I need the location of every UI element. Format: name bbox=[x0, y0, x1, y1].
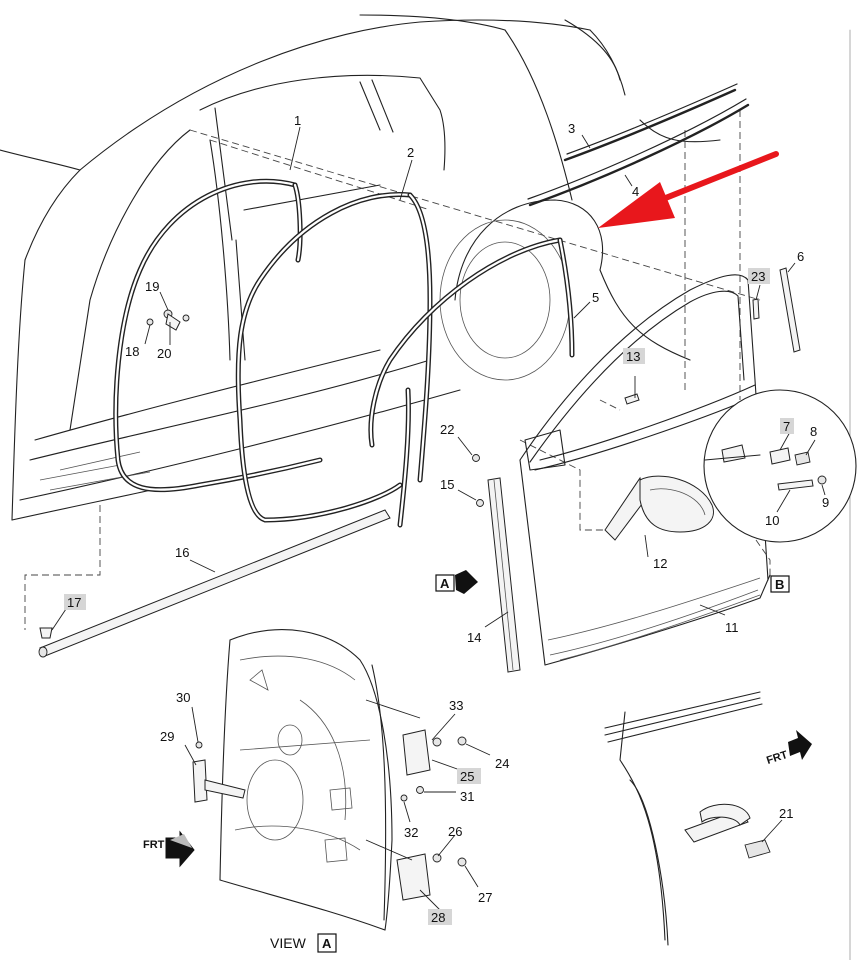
callout-3: 3 bbox=[568, 121, 575, 136]
applique-14 bbox=[487, 477, 521, 673]
callout-9: 9 bbox=[822, 495, 829, 510]
callout-5: 5 bbox=[592, 290, 599, 305]
callout-17: 17 bbox=[67, 595, 81, 610]
handle-inset bbox=[604, 691, 771, 946]
callout-6: 6 bbox=[797, 249, 804, 264]
bracket-13 bbox=[624, 376, 640, 405]
callout-20: 20 bbox=[157, 346, 171, 361]
callout-28: 28 bbox=[431, 910, 445, 925]
callout-29: 29 bbox=[160, 729, 174, 744]
callout-27: 27 bbox=[478, 890, 492, 905]
callout-25: 25 bbox=[460, 769, 474, 784]
callout-22: 22 bbox=[440, 422, 454, 437]
pointer-arrow bbox=[598, 151, 779, 228]
callout-26: 26 bbox=[448, 824, 462, 839]
callout-23: 23 bbox=[751, 269, 765, 284]
callout-11: 11 bbox=[725, 620, 739, 635]
callout-33: 33 bbox=[449, 698, 463, 713]
window-channel-5 bbox=[368, 237, 575, 528]
small-fasteners bbox=[39, 309, 484, 639]
view-a-caption: VIEW bbox=[270, 935, 307, 951]
frt-label-right: FRT bbox=[765, 749, 789, 767]
callout-12: 12 bbox=[653, 556, 667, 571]
callout-labels: 1 2 3 4 5 6 23 7 8 9 10 11 12 13 14 15 1… bbox=[64, 113, 829, 925]
callout-4: 4 bbox=[632, 184, 639, 199]
callout-19: 19 bbox=[145, 279, 159, 294]
view-b-marker-letter: B bbox=[775, 577, 784, 592]
detail-b bbox=[703, 389, 857, 575]
callout-1: 1 bbox=[294, 113, 301, 128]
view-markers: A B VIEW A bbox=[270, 570, 790, 953]
callout-21: 21 bbox=[779, 806, 793, 821]
callout-14: 14 bbox=[467, 630, 481, 645]
callout-30: 30 bbox=[176, 690, 190, 705]
callout-8: 8 bbox=[810, 424, 817, 439]
front-door-weatherstrip bbox=[235, 191, 433, 523]
rocker-molding-16 bbox=[38, 509, 391, 658]
view-a-caption-letter: A bbox=[322, 936, 332, 951]
view-a-marker-letter: A bbox=[440, 576, 450, 591]
roof-moldings bbox=[527, 83, 750, 207]
leader-lines bbox=[51, 126, 826, 911]
callout-16: 16 bbox=[175, 545, 189, 560]
rear-door-weatherstrip bbox=[113, 178, 323, 493]
callout-7: 7 bbox=[783, 419, 790, 434]
pillar-trims bbox=[752, 267, 801, 353]
callout-31: 31 bbox=[460, 789, 474, 804]
guide-lines bbox=[24, 110, 761, 630]
callout-18: 18 bbox=[125, 344, 139, 359]
callout-2: 2 bbox=[407, 145, 414, 160]
callout-10: 10 bbox=[765, 513, 779, 528]
outside-mirror bbox=[604, 475, 714, 541]
callout-24: 24 bbox=[495, 756, 509, 771]
frt-arrow-right: FRT bbox=[765, 730, 812, 767]
frt-label-left: FRT bbox=[143, 839, 165, 851]
callout-13: 13 bbox=[626, 349, 640, 364]
callout-32: 32 bbox=[404, 825, 418, 840]
view-a-door-inner bbox=[192, 629, 467, 931]
frt-arrow-left: FRT bbox=[143, 830, 195, 868]
callout-15: 15 bbox=[440, 477, 454, 492]
